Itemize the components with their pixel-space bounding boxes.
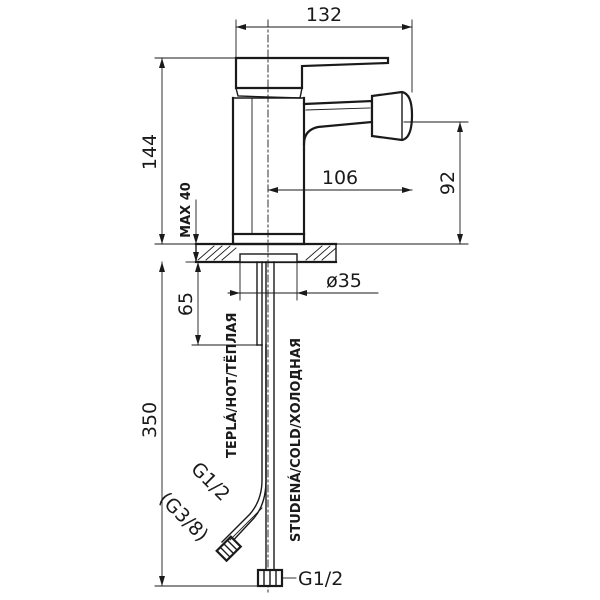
max-40-label: MAX 40 (179, 182, 194, 238)
dim-spout-reach: 106 (267, 167, 413, 193)
dim-144-label: 144 (139, 134, 161, 170)
thread-g12-bottom-label: G1/2 (298, 568, 343, 590)
dim-max-thickness: MAX 40 (179, 182, 199, 263)
dim-106-label: 106 (322, 167, 358, 189)
dim-35-label: ø35 (326, 270, 362, 292)
dim-diameter: ø35 (227, 261, 379, 301)
dim-132-label: 132 (306, 4, 342, 26)
dim-width: 132 (235, 4, 413, 93)
dim-350-label: 350 (139, 402, 161, 438)
dim-height: 144 (139, 57, 237, 245)
dim-92-label: 92 (437, 171, 459, 195)
faucet-body (226, 56, 414, 246)
supply-hoses (215, 261, 284, 588)
thread-leader-line (229, 507, 263, 541)
thread-g38-label: (G3/8) (154, 488, 212, 546)
thread-g12-hose-label: G1/2 (186, 458, 234, 506)
dim-hose-length: 350 (139, 261, 259, 587)
dim-rod-length: 65 (175, 261, 258, 346)
dim-spout-height: 92 (335, 121, 469, 245)
countertop (194, 242, 338, 264)
cold-label: STUDENÁ/COLD/ХОЛОДНАЯ (288, 338, 304, 542)
dim-65-label: 65 (175, 292, 197, 316)
hot-label: TEPLÁ/HOT/ТЁПЛАЯ (224, 313, 240, 458)
